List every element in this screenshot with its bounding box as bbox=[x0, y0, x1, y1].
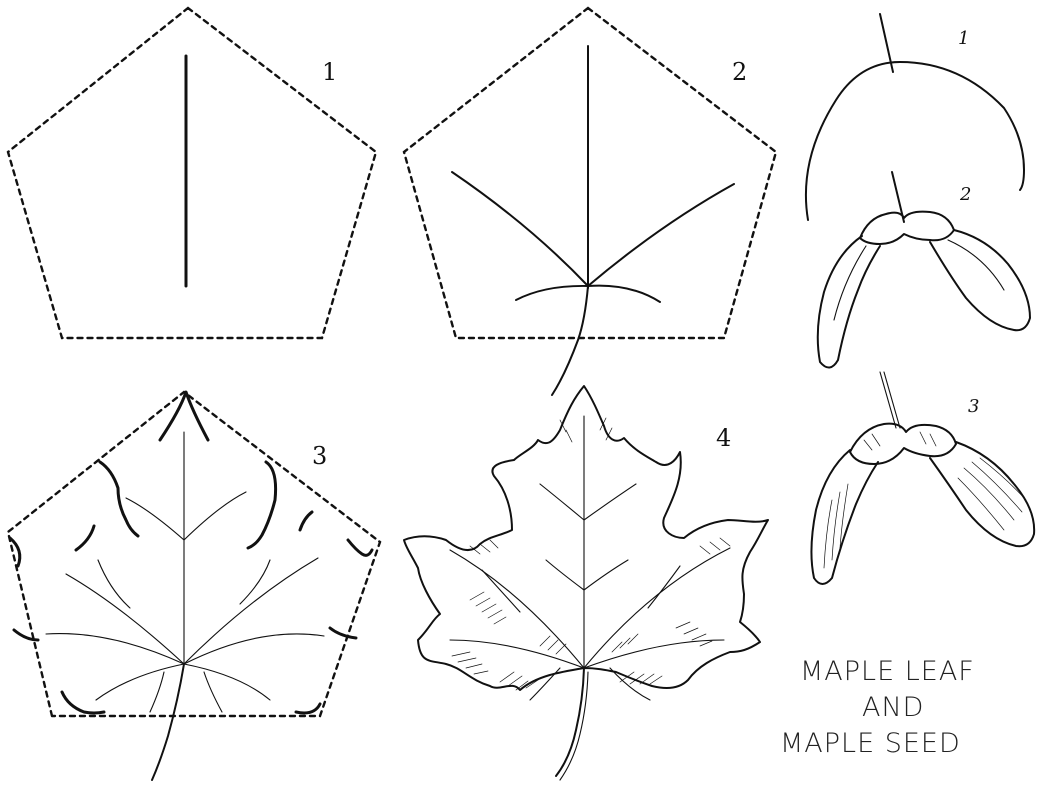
caption-line-1: MAPLE LEAF bbox=[800, 656, 975, 687]
shading-hatch bbox=[452, 418, 730, 690]
step-number: 2 bbox=[732, 58, 747, 86]
lower-left-tip bbox=[14, 630, 38, 640]
left-lobe bbox=[76, 526, 94, 550]
vein-branch bbox=[240, 560, 270, 604]
seed-step-3: 3 bbox=[811, 372, 1034, 584]
vein-branch bbox=[540, 484, 584, 520]
upper-left-lobe bbox=[100, 462, 138, 536]
pentagon-guide bbox=[404, 8, 776, 338]
leaf-step-4: 4 bbox=[404, 386, 768, 780]
leaf-step-2: 2 bbox=[404, 8, 776, 395]
vein-branch bbox=[648, 566, 680, 608]
vein-branch bbox=[584, 484, 636, 520]
upper-left-vein bbox=[452, 172, 588, 286]
pentagon-guide bbox=[8, 392, 380, 716]
caption-line-3: MAPLE SEED bbox=[780, 728, 961, 759]
seed-step-1: 1 bbox=[806, 14, 1024, 220]
right-wing bbox=[930, 442, 1034, 546]
stem bbox=[556, 668, 584, 776]
lower-left-vein bbox=[516, 286, 588, 300]
seed-stalk bbox=[884, 372, 900, 428]
vein-branch bbox=[482, 570, 520, 612]
seed-body bbox=[860, 212, 954, 244]
leaf-step-1: 1 bbox=[8, 8, 376, 338]
right-lobe bbox=[300, 512, 312, 530]
vein-branch bbox=[204, 672, 222, 712]
left-wing bbox=[818, 236, 880, 368]
step-number: 2 bbox=[959, 184, 971, 205]
seed-arch bbox=[806, 62, 1024, 220]
pentagon-guide bbox=[8, 8, 376, 338]
step-number: 3 bbox=[312, 442, 327, 470]
vein-branch bbox=[98, 560, 130, 608]
basal-left-tip bbox=[62, 692, 104, 713]
left-main-vein bbox=[66, 574, 184, 664]
left-wing bbox=[811, 450, 878, 584]
right-edge-lobe bbox=[348, 540, 372, 555]
seed-step-2: 2 bbox=[818, 172, 1030, 368]
main-vein bbox=[584, 548, 730, 668]
step-number: 4 bbox=[716, 424, 731, 452]
seed-stalk bbox=[892, 172, 904, 222]
vein-branch bbox=[546, 560, 584, 590]
stem bbox=[552, 286, 588, 395]
left-edge-lobe bbox=[10, 538, 20, 566]
vein-branch bbox=[184, 492, 246, 540]
step-number: 3 bbox=[968, 396, 979, 417]
lower-right-tip bbox=[330, 628, 356, 638]
right-main-vein bbox=[184, 558, 318, 664]
vein-branch bbox=[530, 668, 560, 700]
caption: MAPLE LEAF AND MAPLE SEED bbox=[780, 656, 975, 759]
basal-right-tip bbox=[296, 704, 320, 713]
seed-body bbox=[850, 424, 956, 464]
caption-line-2: AND bbox=[862, 692, 924, 723]
vein-branch bbox=[150, 672, 164, 712]
right-basal-vein bbox=[184, 664, 270, 700]
leaf-outline bbox=[404, 386, 768, 690]
upper-right-vein bbox=[588, 184, 734, 286]
leaf-step-3: 3 bbox=[8, 392, 380, 780]
stem bbox=[152, 664, 184, 780]
right-lower-vein bbox=[184, 634, 324, 664]
left-lower-vein bbox=[46, 634, 184, 664]
step-number: 1 bbox=[958, 28, 969, 49]
vein-branch bbox=[584, 560, 628, 590]
wing-veining bbox=[824, 432, 1026, 568]
lower-right-vein bbox=[588, 286, 660, 302]
step-number: 1 bbox=[322, 58, 337, 86]
seed-stalk bbox=[880, 372, 896, 428]
right-wing bbox=[930, 230, 1030, 330]
upper-right-lobe bbox=[248, 462, 276, 548]
left-basal-vein bbox=[96, 664, 184, 700]
